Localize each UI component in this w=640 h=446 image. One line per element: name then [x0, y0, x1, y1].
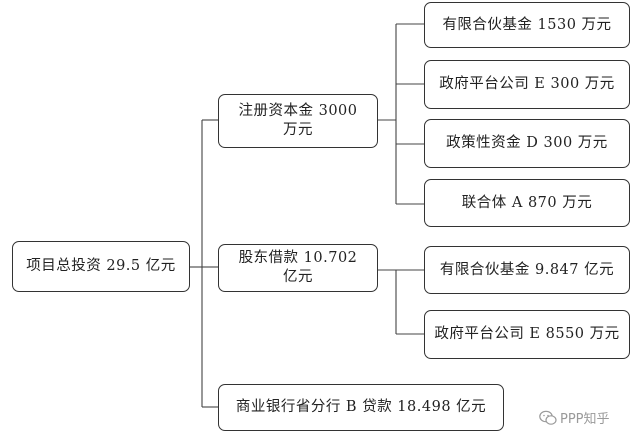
root-node: 项目总投资 29.5 亿元 — [12, 241, 190, 292]
watermark: PPP知乎 — [539, 408, 610, 427]
capital-item-consortium: 联合体 A 870 万元 — [424, 179, 630, 227]
watermark-text: PPP知乎 — [560, 412, 610, 427]
capital-item-government-platform-company: 政府平台公司 E 300 万元 — [424, 60, 630, 109]
loan-item-limited-partnership-fund: 有限合伙基金 9.847 亿元 — [424, 246, 630, 294]
wechat-icon — [539, 410, 557, 425]
bank-loan-node: 商业银行省分行 B 贷款 18.498 亿元 — [218, 384, 504, 431]
registered-capital-node: 注册资本金 3000 万元 — [218, 94, 378, 148]
capital-item-limited-partnership-fund: 有限合伙基金 1530 万元 — [424, 2, 630, 48]
loan-item-government-platform-company: 政府平台公司 E 8550 万元 — [424, 310, 630, 359]
shareholder-loan-node: 股东借款 10.702 亿元 — [218, 244, 378, 292]
capital-item-policy-fund: 政策性资金 D 300 万元 — [424, 119, 630, 168]
